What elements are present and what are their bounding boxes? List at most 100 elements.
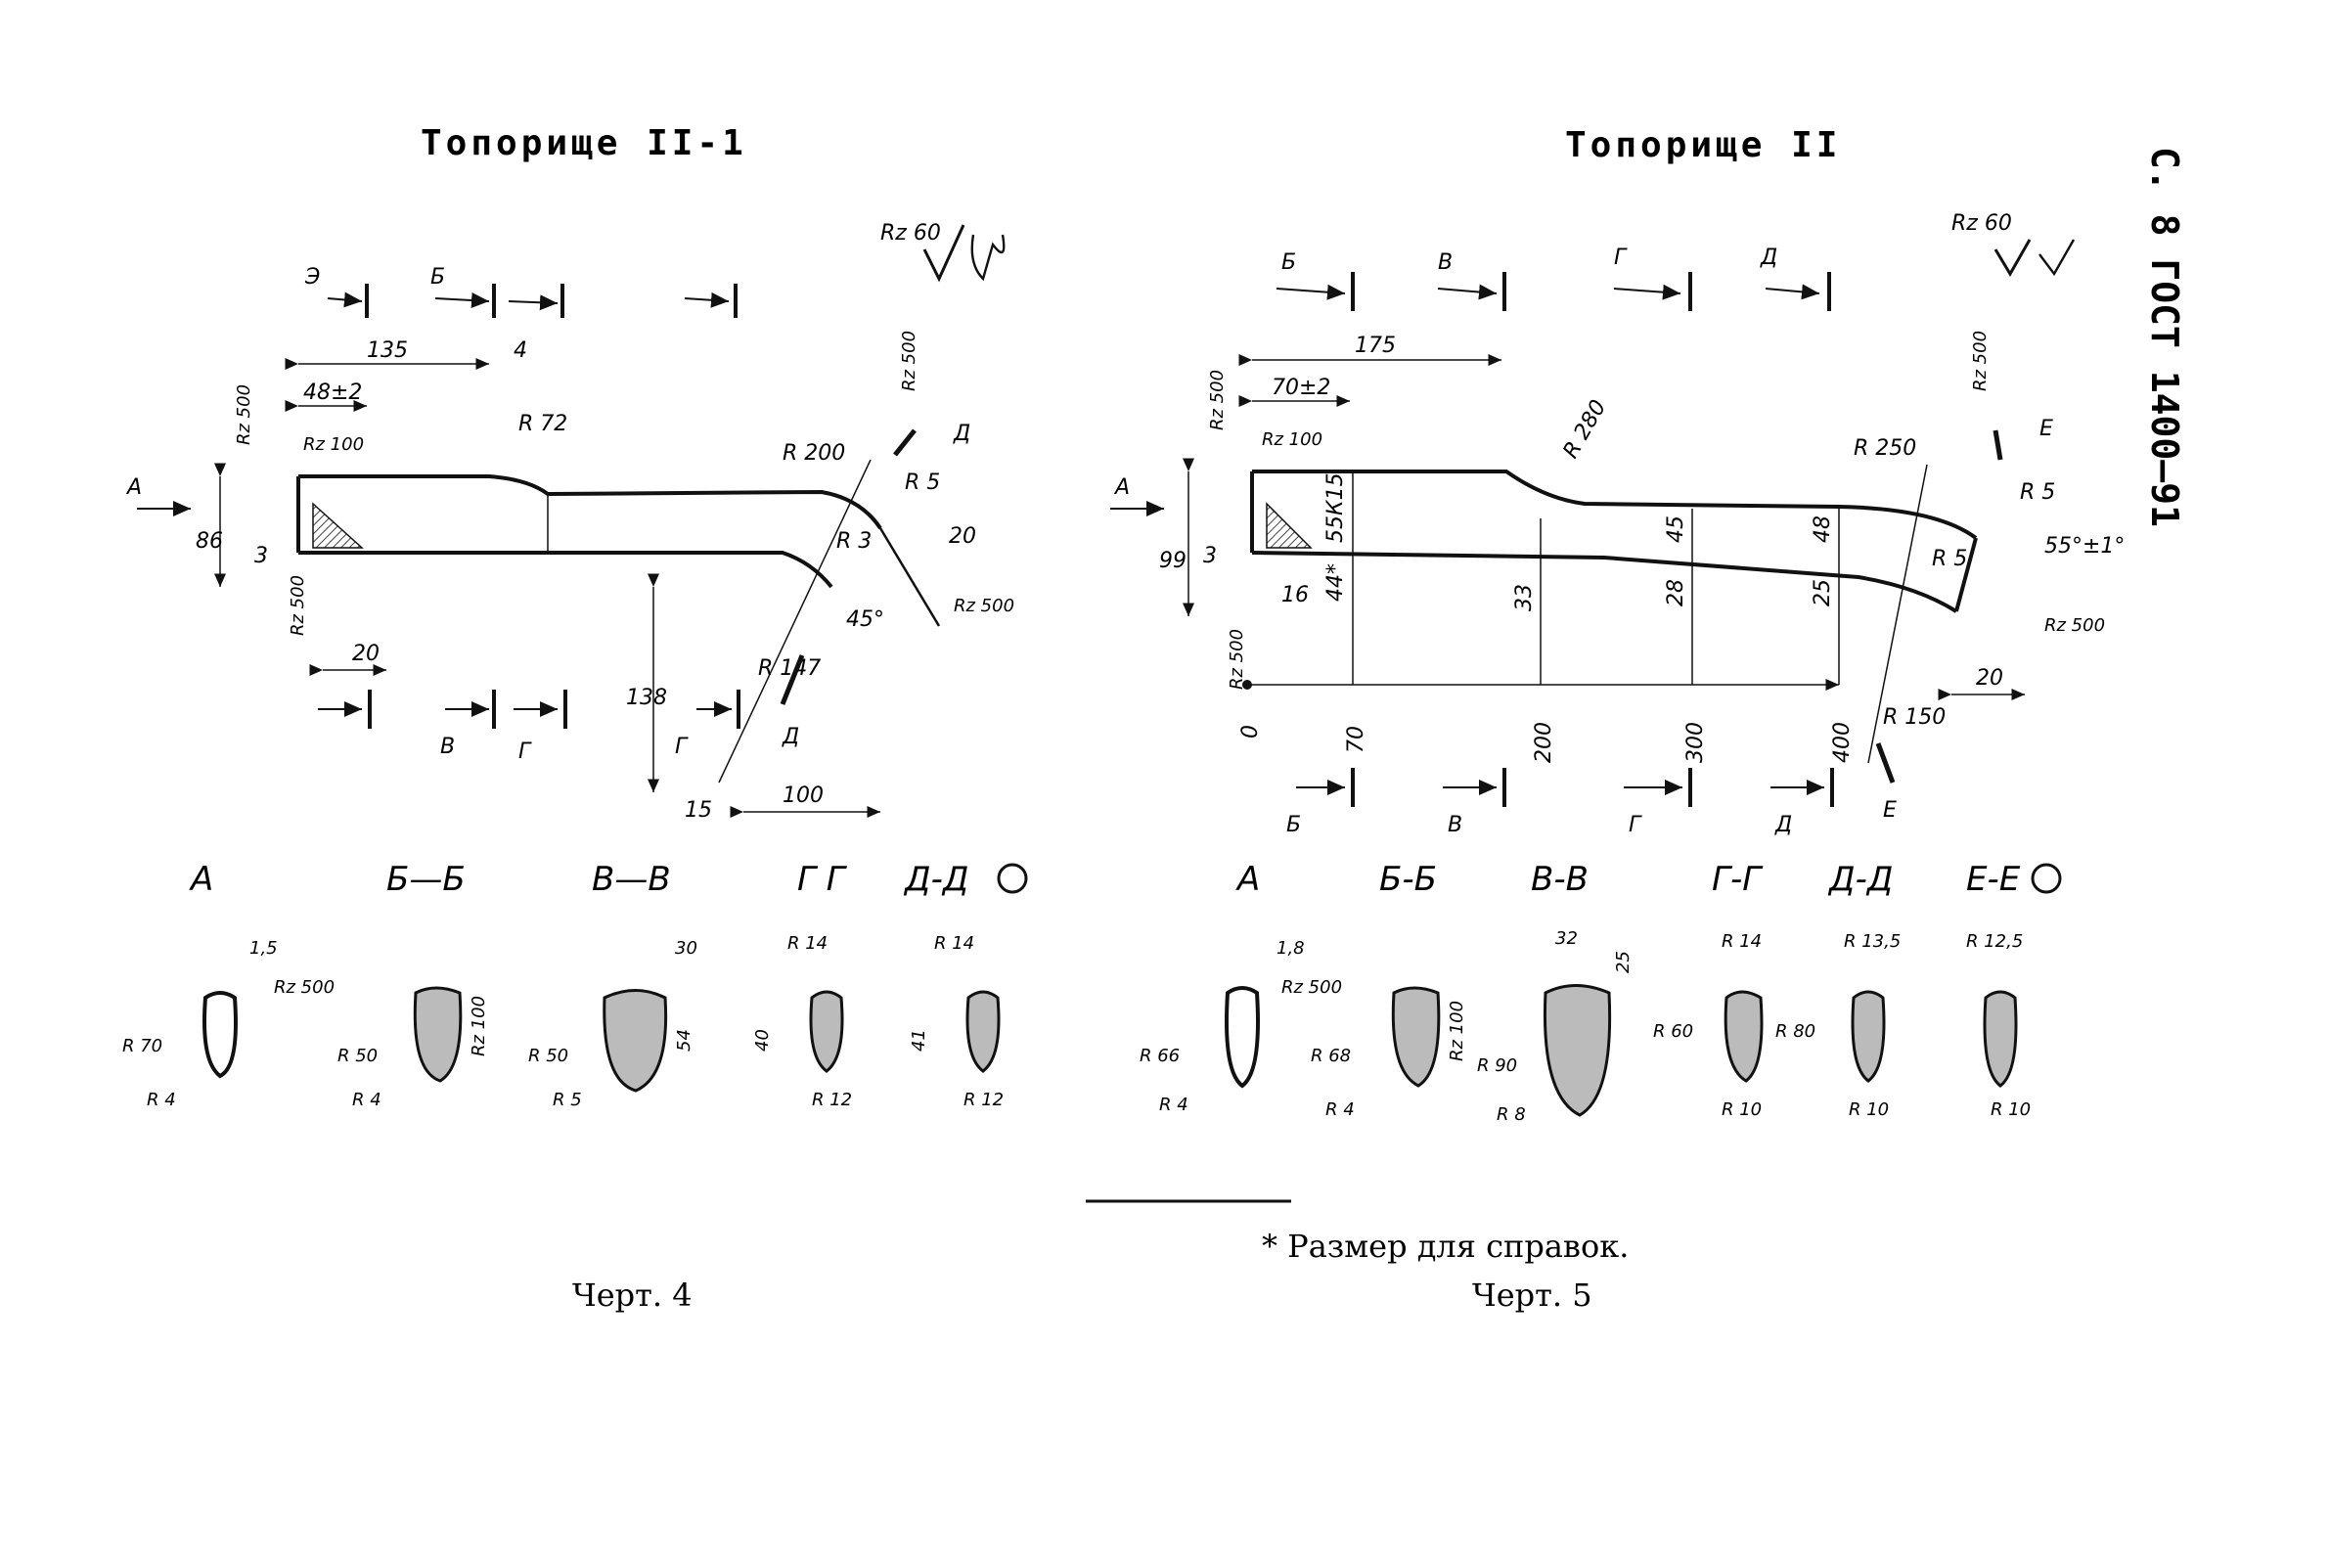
- section-dim: Rz 500: [274, 977, 335, 998]
- section-dim: R 80: [1775, 1021, 1815, 1042]
- section-label: Г Г: [797, 860, 848, 899]
- section-dim: 1,8: [1276, 938, 1305, 959]
- radius-label: R 5: [2020, 480, 2055, 505]
- section-dim: R 14: [1722, 931, 1762, 952]
- cut-letter: Е: [1883, 798, 1897, 823]
- handle-profile-right: [1251, 470, 1978, 613]
- roughness-mark: Rz 500: [1970, 331, 1991, 391]
- cut-letter: Д: [1774, 813, 1792, 837]
- radius-label: R 72: [518, 412, 567, 436]
- cut-letter: Б: [1286, 813, 1301, 837]
- section-dim: R 70: [122, 1036, 162, 1056]
- cut-letter: А: [125, 475, 142, 500]
- roughness-mark: Rz 500: [954, 596, 1014, 616]
- footnote-text: * Размер для справок.: [1262, 1228, 1629, 1265]
- cut-letter: Г: [1629, 813, 1642, 837]
- drawing-left: Топорище II-1 Rz 60 Э Б 135 4 48±2 86: [122, 123, 1028, 1110]
- cross-sections-right: [1225, 984, 2018, 1117]
- cut-markers-right: [1110, 272, 2003, 807]
- dim-text: 28: [1664, 579, 1688, 606]
- drawing-left-title: Топорище II-1: [421, 123, 747, 163]
- section-dim: Rz 100: [469, 996, 489, 1056]
- circle-symbol-icon: [2031, 863, 2062, 894]
- section-dim: R 10: [1722, 1099, 1762, 1120]
- caption-right: Черт. 5: [1472, 1277, 1592, 1314]
- dim-text: 135: [367, 338, 408, 363]
- radius-label: R 3: [836, 529, 872, 554]
- roughness-main-left: Rz 60: [880, 221, 941, 246]
- section-dim: 25: [1613, 951, 1634, 973]
- roughness-mark: Rz 100: [1262, 429, 1322, 450]
- cut-letter: Б: [1281, 250, 1296, 275]
- dim-text: 99: [1159, 549, 1187, 573]
- axis-tick: 70: [1344, 726, 1368, 753]
- radius-label: R 250: [1854, 436, 1916, 461]
- section-label: В-В: [1531, 860, 1589, 899]
- section-label: Б-Б: [1379, 860, 1437, 899]
- section-dim: 54: [674, 1029, 694, 1052]
- handle-profile-left: [298, 474, 882, 589]
- drawing-right-title: Топорище II: [1565, 125, 1841, 165]
- section-dim: R 4: [1325, 1099, 1355, 1120]
- dim-text: 48±2: [303, 381, 362, 405]
- section-dim: 1,5: [249, 938, 278, 959]
- section-label: Е-Е: [1966, 860, 2021, 899]
- radius-label: R 5: [905, 470, 940, 495]
- cut-markers-top-left: [327, 284, 738, 318]
- roughness-parenthesis-icon: [970, 234, 1006, 282]
- section-dim: R 50: [337, 1046, 378, 1066]
- roughness-mark: Rz 100: [303, 434, 364, 455]
- dim-text: 15: [685, 798, 712, 823]
- drawing-right: Топорище II Rz 60: [1110, 125, 2125, 1125]
- roughness-check-icon: [2038, 239, 2076, 277]
- roughness-mark: Rz 500: [2044, 615, 2105, 636]
- dim-text: 20: [352, 642, 380, 666]
- section-dim: R 66: [1140, 1046, 1180, 1066]
- section-dim: R 60: [1653, 1021, 1693, 1042]
- circle-symbol-icon: [997, 863, 1028, 894]
- side-header: С. 8 ГОСТ 1400—91: [2143, 147, 2186, 527]
- axis-tick: 400: [1830, 722, 1855, 763]
- section-dim: R 10: [1849, 1099, 1889, 1120]
- radius-label: R 280: [1559, 396, 1612, 463]
- cut-letter: Б: [430, 265, 445, 290]
- cut-letter: Г: [518, 739, 532, 764]
- section-dim: Rz 500: [1281, 977, 1342, 998]
- section-dim: R 12: [963, 1090, 1004, 1110]
- cut-letter: Д: [782, 725, 799, 749]
- section-dim: R 12,5: [1966, 931, 2023, 952]
- section-dim: Rz 100: [1447, 1001, 1467, 1061]
- caption-left: Черт. 4: [572, 1277, 693, 1314]
- section-dim: R 13,5: [1844, 931, 1901, 952]
- cut-letter: Е: [2039, 417, 2053, 441]
- section-dim: R 14: [934, 933, 974, 954]
- dim-text: 20: [949, 524, 976, 549]
- roughness-check-icon: [1993, 239, 2032, 277]
- cut-letter: Г: [675, 735, 689, 759]
- roughness-mark: Rz 500: [1227, 629, 1247, 690]
- cut-letter: В: [440, 735, 455, 759]
- dim-text: 25: [1811, 579, 1835, 606]
- dim-text: 3: [254, 544, 268, 568]
- dim-text: 55°±1°: [2044, 534, 2125, 559]
- dim-text: 3: [1203, 544, 1217, 568]
- axis-tick: 0: [1238, 725, 1263, 739]
- section-label: В—В: [592, 860, 671, 899]
- section-dim: R 90: [1477, 1055, 1517, 1076]
- section-dim: R 14: [787, 933, 828, 954]
- roughness-mark: Rz 500: [1207, 370, 1228, 430]
- radius-label: R 150: [1883, 705, 1946, 730]
- dim-text: 45: [1664, 515, 1688, 543]
- dim-text: 4: [514, 338, 527, 363]
- section-label: Г-Г: [1712, 860, 1764, 899]
- hatched-section-right: [1266, 502, 1313, 549]
- axis-tick: 300: [1683, 722, 1708, 763]
- roughness-mark: Rz 500: [899, 331, 919, 391]
- section-dim: R 12: [812, 1090, 852, 1110]
- dim-text: 45°: [846, 607, 884, 632]
- cut-letter: А: [1113, 475, 1130, 500]
- cut-letter: Д: [953, 422, 970, 446]
- dim-text: 100: [783, 784, 824, 808]
- radius-label: R 5: [1932, 547, 1967, 571]
- section-label: А: [1235, 860, 1260, 899]
